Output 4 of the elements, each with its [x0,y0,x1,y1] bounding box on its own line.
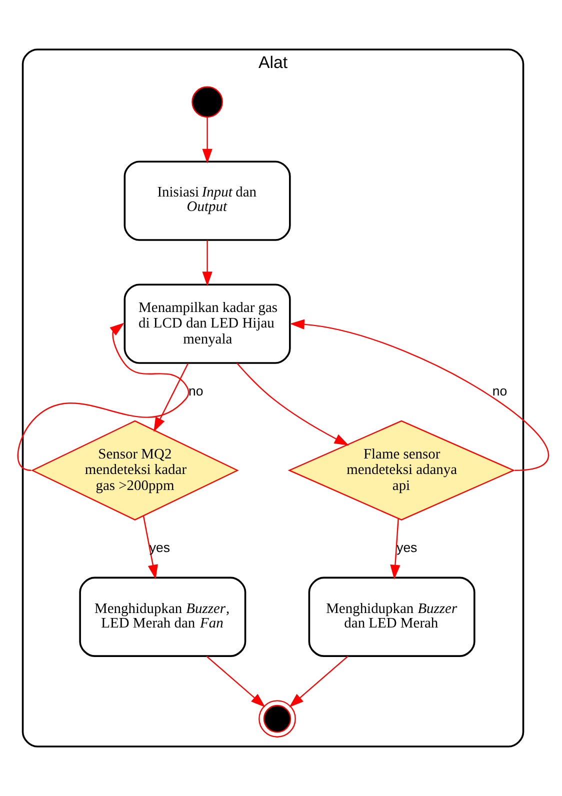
edge-label: no [188,383,204,398]
edge-label: yes [149,540,170,556]
edge-label: no [492,383,508,398]
edge-label: yes [396,540,418,556]
